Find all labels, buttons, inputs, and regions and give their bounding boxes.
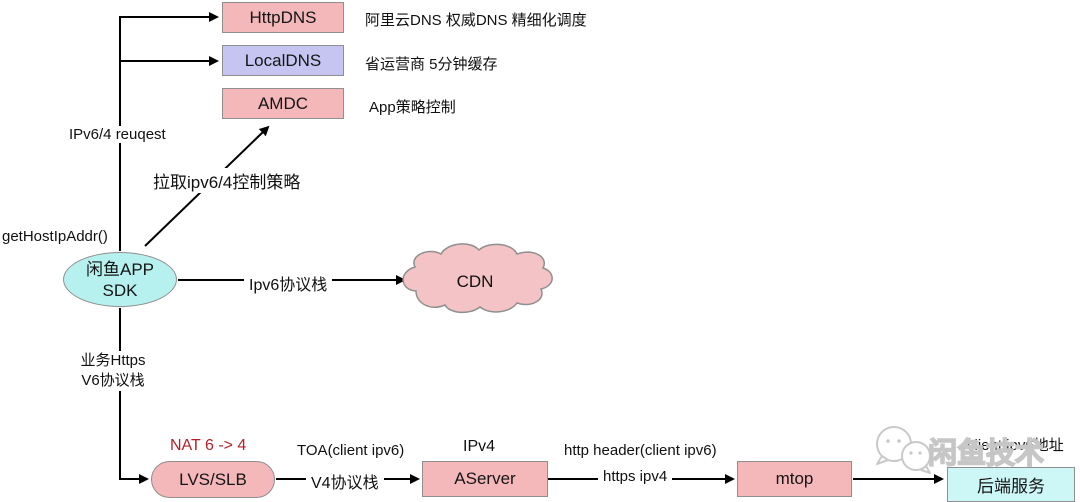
node-amdc: AMDC bbox=[222, 88, 344, 119]
arrow-sdk-to-lvs bbox=[119, 308, 149, 484]
node-lvs-slb-label: LVS/SLB bbox=[179, 469, 247, 489]
node-aserver: AServer bbox=[422, 461, 548, 497]
edge-label-http-header: http header(client ipv6) bbox=[564, 442, 717, 459]
edge-label-client-ip-address: client ipv6地址 bbox=[967, 437, 1064, 454]
node-localdns-label: LocalDNS bbox=[244, 50, 322, 70]
node-app-sdk-label-line1: 闲鱼APP bbox=[85, 259, 155, 279]
edge-label-pull-policy: 拉取ipv6/4控制策略 bbox=[150, 168, 304, 193]
node-aserver-label: AServer bbox=[454, 469, 516, 488]
node-amdc-label: AMDC bbox=[257, 93, 309, 113]
node-mtop-label: mtop bbox=[775, 469, 814, 488]
node-backend: 后端服务 bbox=[947, 467, 1075, 502]
note-httpdns: 阿里云DNS 权威DNS 精细化调度 bbox=[365, 12, 587, 29]
node-httpdns: HttpDNS bbox=[222, 2, 344, 33]
edge-label-ipv6-stack: Ipv6协议栈 bbox=[244, 271, 333, 295]
node-mtop: mtop bbox=[737, 461, 852, 497]
node-backend-label: 后端服务 bbox=[977, 477, 1045, 496]
edge-label-toa-client-ipv6: TOA(client ipv6) bbox=[297, 442, 405, 459]
edge-label-ipv64-request: IPv6/4 reuqest bbox=[66, 126, 169, 143]
edge-label-ipv4: IPv4 bbox=[463, 438, 496, 455]
node-lvs-slb: LVS/SLB bbox=[151, 461, 275, 498]
node-app-sdk: 闲鱼APP SDK bbox=[63, 252, 177, 307]
node-cdn-label: CDN bbox=[456, 272, 494, 291]
edge-label-https-ipv4: https ipv4 bbox=[598, 468, 673, 485]
edge-label-biz-https: 业务Https V6协议栈 bbox=[77, 351, 149, 391]
note-localdns: 省运营商 5分钟缓存 bbox=[365, 56, 498, 73]
edge-label-v4-stack: V4协议栈 bbox=[306, 469, 384, 493]
edge-label-biz-https-line2: V6协议栈 bbox=[81, 372, 145, 389]
edge-label-gethostipaddr: getHostIpAddr() bbox=[2, 228, 108, 245]
edge-label-biz-https-line1: 业务Https bbox=[80, 352, 146, 369]
wechat-bubbles-icon bbox=[876, 426, 931, 474]
cdn-cloud-shape bbox=[402, 243, 553, 314]
watermark-brand: 闲鱼技术 bbox=[927, 437, 1045, 471]
edge-label-nat-6-to-4: NAT 6 -> 4 bbox=[170, 437, 247, 454]
arrow-sdk-to-httpdns bbox=[119, 12, 219, 251]
node-httpdns-label: HttpDNS bbox=[249, 7, 317, 27]
node-app-sdk-label-line2: SDK bbox=[102, 280, 138, 300]
note-amdc: App策略控制 bbox=[369, 99, 456, 116]
node-localdns: LocalDNS bbox=[222, 45, 344, 76]
